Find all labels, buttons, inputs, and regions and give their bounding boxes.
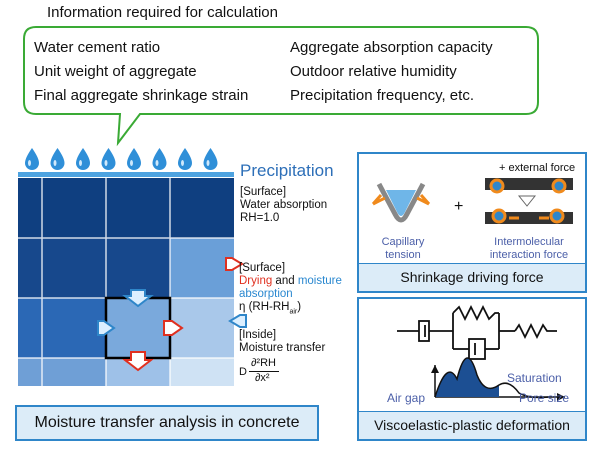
arrow-out-bottom — [122, 351, 154, 372]
viscoelastic-caption: Viscoelastic-plastic deformation — [359, 411, 585, 439]
water-drop-icon — [101, 148, 116, 170]
external-force-label: + external force — [499, 162, 576, 174]
capillary-tension-label: Capillary tension — [381, 236, 425, 261]
grid-cell — [18, 238, 170, 298]
surface-drying-note: [Surface] Drying and moisture absorption… — [239, 262, 342, 316]
surface-absorption-note: [Surface] Water absorption RH=1.0 — [240, 186, 328, 224]
arrow-out-right — [163, 320, 184, 336]
grid-cell — [106, 298, 170, 358]
arrow-in-top — [122, 289, 154, 308]
water-drops — [25, 148, 218, 170]
viscoelastic-panel: Saturation Air gap Pore size Viscoelasti… — [357, 297, 587, 441]
arrow-in-left — [97, 320, 116, 336]
callout-item: Aggregate absorption capacity — [290, 39, 493, 56]
concrete-grid — [18, 172, 247, 386]
surface-water-layer — [18, 172, 234, 177]
shrinkage-panel: + external force + Capillary tension Int… — [357, 152, 587, 293]
calculation-info-header: Information required for calculation — [47, 4, 278, 21]
callout-bubble — [23, 26, 539, 147]
intermolecular-force-label: Intermolecular interaction force — [489, 236, 569, 261]
water-drop-icon — [25, 148, 39, 170]
pore-size-label: Pore size — [519, 391, 570, 405]
inside-transfer-note: [Inside] Moisture transfer — [239, 329, 326, 354]
grid-cell — [170, 238, 234, 298]
shrinkage-caption: Shrinkage driving force — [359, 263, 585, 291]
moisture-transfer-caption: Moisture transfer analysis in concrete — [15, 405, 319, 441]
water-drop-icon — [50, 148, 65, 170]
callout-item: Final aggregate shrinkage strain — [34, 87, 249, 104]
grid-cell — [18, 298, 106, 358]
arrow-surface-out — [225, 257, 244, 271]
arrow-surface-in — [228, 314, 247, 328]
water-drop-icon — [127, 148, 141, 170]
grid-cell — [18, 358, 106, 386]
callout-item: Precipitation frequency, etc. — [290, 87, 474, 104]
callout-item: Unit weight of aggregate — [34, 63, 197, 80]
shrinkage-illustration — [371, 178, 573, 224]
callout-item: Outdoor relative humidity — [290, 63, 457, 80]
plus-sign: + — [454, 198, 464, 215]
callout-item: Water cement ratio — [34, 39, 161, 56]
saturation-label: Saturation — [507, 371, 562, 385]
rheology-model — [397, 304, 565, 401]
precipitation-label: Precipitation — [240, 161, 334, 180]
air-gap-label: Air gap — [387, 391, 426, 405]
water-drop-icon — [203, 148, 218, 170]
water-drop-icon — [76, 148, 90, 170]
water-drop-icon — [152, 148, 167, 170]
grid-cell — [18, 178, 234, 238]
water-drop-icon — [178, 148, 192, 170]
grid-cell — [170, 358, 234, 386]
